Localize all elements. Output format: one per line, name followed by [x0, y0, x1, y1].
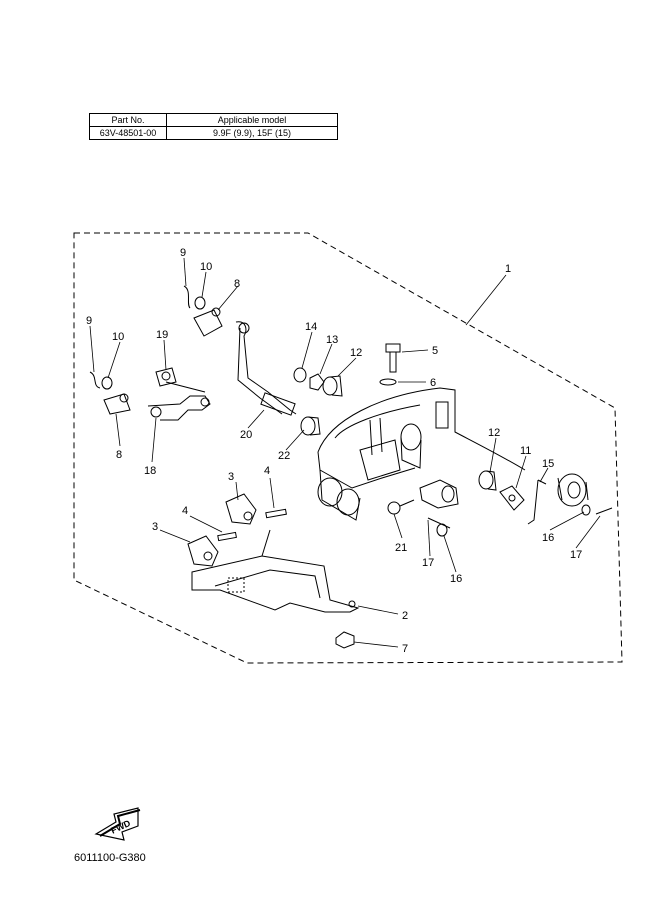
engine-housing: [317, 387, 526, 521]
callout-4-upper: 4: [264, 465, 270, 477]
callout-22: 22: [278, 450, 290, 462]
link-11: [499, 485, 525, 511]
callout-16-lower: 16: [450, 573, 462, 585]
washer-10-lower: [101, 376, 113, 390]
callout-13: 13: [326, 334, 338, 346]
callout-9-upper: 9: [180, 247, 186, 259]
throttle-lever: [235, 321, 297, 416]
callout-19: 19: [156, 329, 168, 341]
collar-lower: [187, 535, 219, 567]
collar-12-right: [478, 470, 497, 491]
callout-4-lower: 4: [182, 505, 188, 517]
washer-6: [379, 378, 397, 386]
pin-lower: [217, 531, 237, 542]
callout-2: 2: [402, 610, 408, 622]
ball-joint-upper: [193, 307, 223, 337]
callout-17-right: 17: [570, 549, 582, 561]
bolt-21: [387, 499, 415, 515]
washer-14: [293, 367, 307, 383]
callout-10-lower: 10: [112, 331, 124, 343]
callout-10-upper: 10: [200, 261, 212, 273]
callout-15: 15: [542, 458, 554, 470]
callout-7: 7: [402, 643, 408, 655]
pin-upper: [265, 508, 287, 519]
link-rod: [147, 381, 211, 421]
washer-10-upper: [194, 296, 206, 310]
fwd-arrow-icon: FWD: [94, 807, 141, 841]
callout-8-upper: 8: [234, 278, 240, 290]
collar-upper: [225, 493, 257, 525]
cell-applicable-model: 9.9F (9.9), 15F (15): [166, 126, 338, 140]
cell-part-number: 63V-48501-00: [89, 126, 167, 140]
callout-1: 1: [505, 263, 511, 275]
callout-8-lower: 8: [116, 449, 122, 461]
callout-20: 20: [240, 429, 252, 441]
cotter-pin-17-right: [595, 507, 613, 515]
callout-14: 14: [305, 321, 317, 333]
callout-6: 6: [430, 377, 436, 389]
callout-5: 5: [432, 345, 438, 357]
assembly-boundary: [73, 232, 623, 664]
joint-19: [155, 367, 177, 387]
callout-9-lower: 9: [86, 315, 92, 327]
washer-16-right: [581, 504, 591, 516]
callout-12-upper: 12: [350, 347, 362, 359]
clip-9-lower: [89, 371, 101, 389]
clip-9-upper: [183, 285, 191, 309]
bracket-plate: [191, 529, 360, 613]
callout-17-lower: 17: [422, 557, 434, 569]
callout-21: 21: [395, 542, 407, 554]
drawing-code: 6011100-G380: [74, 852, 146, 864]
rod-15: [527, 479, 547, 525]
callout-3-upper: 3: [228, 471, 234, 483]
callout-11: 11: [520, 445, 531, 457]
collar-12-upper: [322, 375, 343, 397]
ball-joint-lower: [103, 393, 131, 415]
callout-18: 18: [144, 465, 156, 477]
leader-lines: [89, 257, 601, 648]
nut-13: [309, 373, 325, 391]
applicable-model-table: Part No. Applicable model 63V-48501-00 9…: [89, 113, 338, 140]
callout-16-right: 16: [542, 532, 554, 544]
throttle-body: [419, 479, 459, 509]
nut-7: [335, 631, 355, 649]
callout-3-lower: 3: [152, 521, 158, 533]
carburetor-linkage: [557, 473, 589, 507]
callout-12-right: 12: [488, 427, 500, 439]
bolt-5: [385, 343, 401, 373]
bushing-22: [300, 416, 321, 436]
cotter-pin-17-lower: [427, 517, 451, 529]
